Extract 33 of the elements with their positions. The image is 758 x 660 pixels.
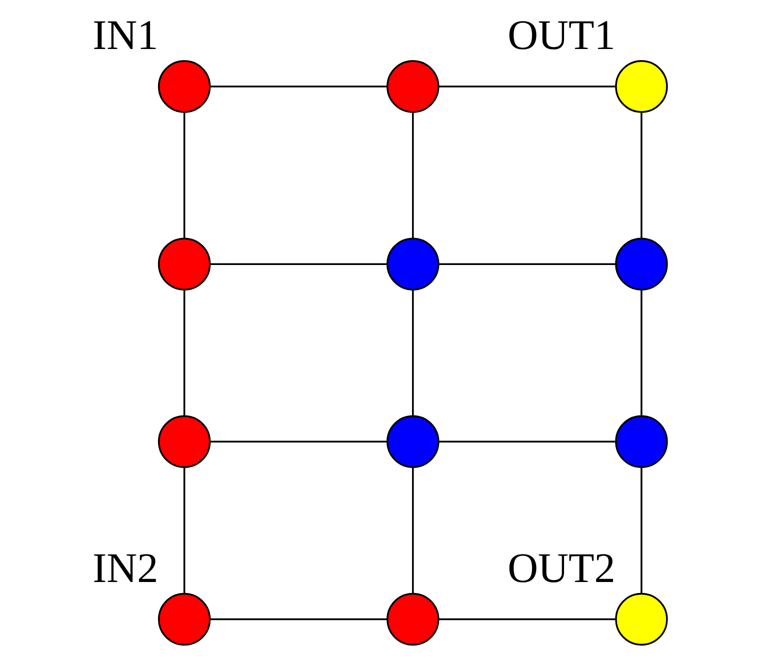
connector [210,86,386,88]
node-circle [157,415,210,468]
node-circle [614,592,668,646]
connector [182,112,185,238]
node-circle [386,415,439,468]
connector [438,440,615,443]
connector [412,290,414,416]
connector [412,112,414,238]
connector [640,112,642,238]
connector [182,468,185,594]
node-circle [386,592,439,646]
connector [640,468,642,594]
node-label: IN1 [92,12,158,60]
connector [438,263,615,265]
node-circle [614,238,668,290]
node-circle [157,592,210,646]
connector [210,263,386,265]
connector [412,468,414,594]
node-label: OUT1 [507,12,615,60]
node-circle [386,238,439,290]
node-circle [157,238,210,290]
node-circle [386,60,439,113]
connector [438,86,615,88]
node-circle [614,415,668,468]
node-label: IN2 [92,544,158,592]
connector [210,440,386,443]
node-circle [614,60,668,113]
connector [210,618,386,620]
node-circle [157,60,210,113]
connector [182,290,185,416]
node-label: OUT2 [507,544,615,592]
connector [438,618,615,620]
connector [640,290,642,416]
